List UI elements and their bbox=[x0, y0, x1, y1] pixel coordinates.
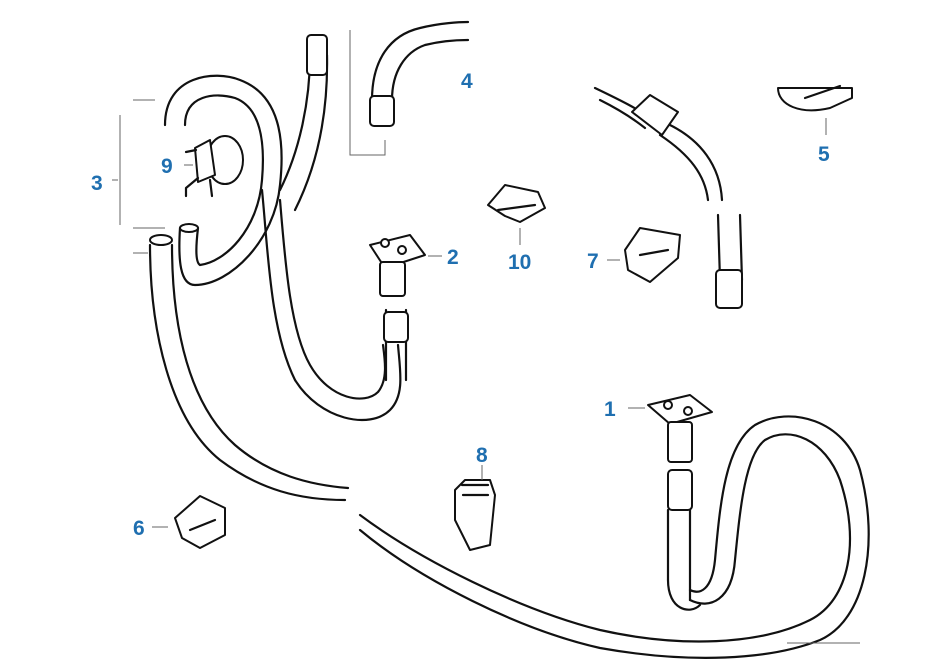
upper-hose bbox=[369, 20, 470, 127]
nozzle-part-2 bbox=[369, 234, 426, 382]
clip-part-7 bbox=[624, 227, 681, 283]
callout-3: 3 bbox=[91, 172, 103, 195]
leader-lines bbox=[112, 30, 860, 644]
fork-hose bbox=[163, 34, 402, 422]
clip-part-10 bbox=[487, 184, 546, 223]
long-lower-hose bbox=[148, 234, 870, 659]
clip-part-8 bbox=[454, 479, 496, 551]
callout-10: 10 bbox=[508, 251, 532, 274]
check-valve-part-9 bbox=[184, 135, 244, 198]
callout-4: 4 bbox=[461, 70, 473, 93]
clip-part-5 bbox=[777, 84, 853, 112]
nozzle-part-1 bbox=[647, 394, 713, 511]
callout-5: 5 bbox=[818, 143, 830, 166]
upper-right-hose bbox=[593, 86, 744, 309]
callout-7: 7 bbox=[587, 250, 599, 273]
callout-2: 2 bbox=[447, 246, 459, 269]
callout-9: 9 bbox=[161, 155, 173, 178]
callout-8: 8 bbox=[476, 444, 488, 467]
callout-6: 6 bbox=[133, 517, 145, 540]
clip-part-6 bbox=[174, 495, 226, 549]
callout-1: 1 bbox=[604, 398, 616, 421]
